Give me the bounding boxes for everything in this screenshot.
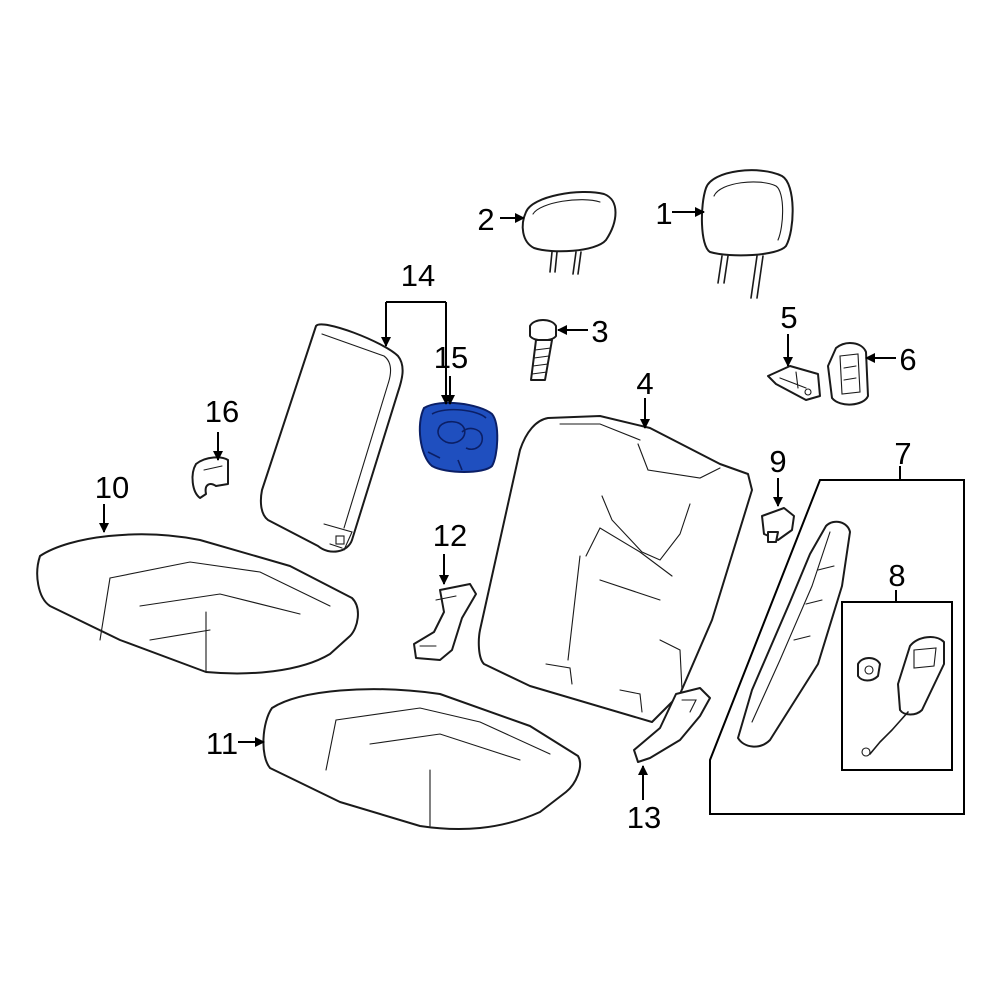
callout-16: 16 <box>205 394 239 429</box>
callout-1: 1 <box>655 196 672 231</box>
callout-14: 14 <box>401 258 435 293</box>
part-3-bolt[interactable] <box>529 319 557 381</box>
part-7-group-box <box>709 479 965 815</box>
part-14-seatback-panel[interactable] <box>259 323 404 553</box>
part-4-seatback-frame[interactable] <box>477 415 753 723</box>
leaders <box>99 207 901 800</box>
part-11-seat-cushion[interactable] <box>262 688 582 831</box>
part-9-clip[interactable] <box>761 507 795 543</box>
callout-11: 11 <box>206 726 238 761</box>
callout-12: 12 <box>433 518 467 553</box>
callout-15: 15 <box>434 340 468 375</box>
callout-10: 10 <box>95 470 129 505</box>
part-13-side-trim[interactable] <box>633 687 711 763</box>
part-16-clip[interactable] <box>191 456 229 499</box>
part-8-seatbelt-buckle[interactable] <box>857 636 945 757</box>
callout-6: 6 <box>899 342 916 377</box>
part-6-latch-cover[interactable] <box>827 342 869 406</box>
callout-8: 8 <box>888 558 905 593</box>
callout-13: 13 <box>627 800 661 835</box>
callout-5: 5 <box>780 300 797 335</box>
part-15-cup-holder[interactable] <box>418 401 499 473</box>
part-10-seat-cushion[interactable] <box>36 533 359 675</box>
part-12-trim[interactable] <box>413 583 477 661</box>
part-2-headrest[interactable] <box>521 191 617 275</box>
callout-3: 3 <box>591 314 608 349</box>
part-7-side-panel[interactable] <box>737 520 851 748</box>
callout-2: 2 <box>477 202 494 237</box>
callout-7: 7 <box>894 436 911 471</box>
callout-9: 9 <box>769 444 786 479</box>
callout-labels: 1 2 3 4 5 6 7 8 9 10 11 12 13 14 15 16 <box>95 196 917 835</box>
part-5-bracket[interactable] <box>767 365 821 401</box>
callout-4: 4 <box>636 366 653 401</box>
part-1-headrest[interactable] <box>700 169 794 299</box>
part-8-group-box <box>841 601 953 771</box>
